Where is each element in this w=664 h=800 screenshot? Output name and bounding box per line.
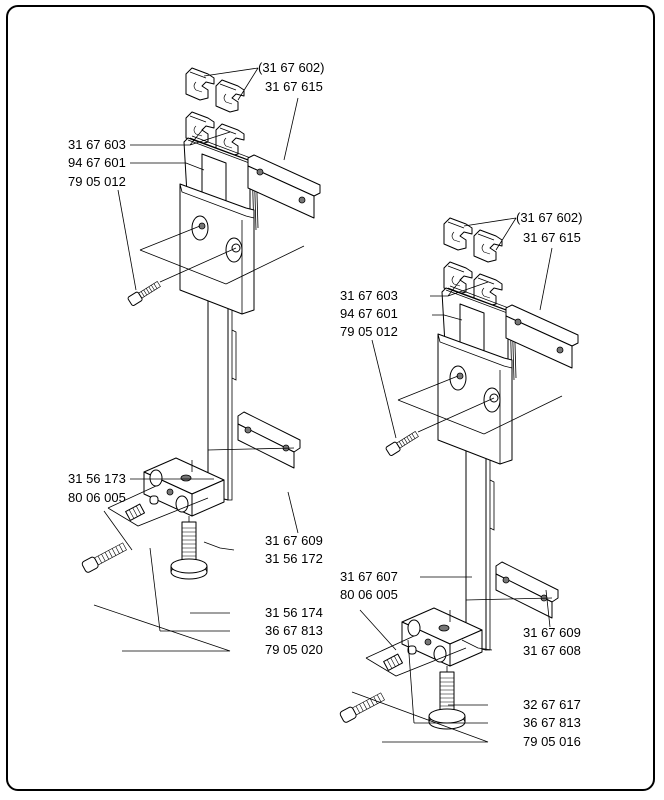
label-left-lower-plate: 31 67 609 xyxy=(265,533,323,548)
label-right-screw-bottom: 79 05 016 xyxy=(523,734,581,749)
label-right-bolt: 32 67 617 xyxy=(523,697,581,712)
label-right-screw-top: 79 05 012 xyxy=(340,324,398,339)
label-left-pin: 36 67 813 xyxy=(265,623,323,638)
label-right-spring-clips-optional: (31 67 602) xyxy=(516,210,583,225)
label-right-blade-stack: 94 67 601 xyxy=(340,306,398,321)
label-right-pin: 36 67 813 xyxy=(523,715,581,730)
label-right-block: 31 67 608 xyxy=(523,643,581,658)
label-left-block: 31 56 172 xyxy=(265,551,323,566)
label-right-side-plate: 31 67 615 xyxy=(523,230,581,245)
label-left-blade-stack: 94 67 601 xyxy=(68,155,126,170)
label-right-rod: 31 67 607 xyxy=(340,569,398,584)
right-assembly xyxy=(339,218,578,743)
label-left-spring-clips-optional: (31 67 602) xyxy=(258,60,325,75)
label-left-screw-top: 79 05 012 xyxy=(68,174,126,189)
label-right-set-screw: 80 06 005 xyxy=(340,587,398,602)
label-left-bolt: 31 56 174 xyxy=(265,605,323,620)
drawing-frame xyxy=(6,5,655,791)
label-left-screw-bottom: 79 05 020 xyxy=(265,642,323,657)
label-left-spring-clips: 31 67 603 xyxy=(68,137,126,152)
left-assembly xyxy=(81,68,320,652)
label-left-set-screw: 80 06 005 xyxy=(68,490,126,505)
label-right-spring-clips: 31 67 603 xyxy=(340,288,398,303)
label-right-lower-plate: 31 67 609 xyxy=(523,625,581,640)
label-left-side-plate: 31 67 615 xyxy=(265,79,323,94)
label-left-rod: 31 56 173 xyxy=(68,471,126,486)
